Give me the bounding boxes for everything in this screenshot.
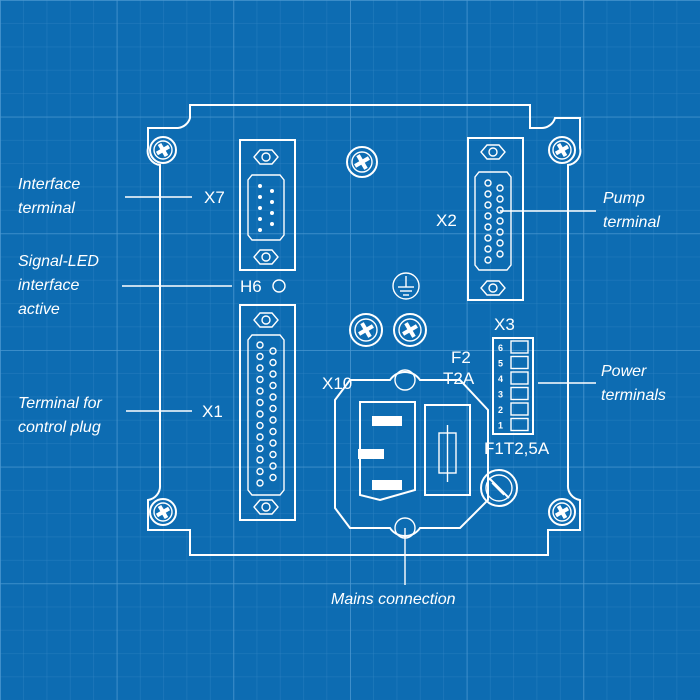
x2-connector: [467, 137, 524, 301]
terminal-cell: [510, 340, 529, 354]
terminal-pin-number: 4: [498, 374, 503, 384]
designator-f2-name: F2: [451, 348, 471, 367]
screw-icon: [149, 498, 177, 526]
callout-interface-terminal-line1: Interface: [18, 176, 80, 193]
screw-icon: [349, 313, 383, 347]
designator-x3: X3: [494, 315, 515, 334]
terminal-cell: [510, 417, 529, 432]
connector-pin: [484, 245, 492, 253]
terminal-pin-number: 6: [498, 343, 503, 353]
connector-pin: [256, 364, 264, 372]
connector-pin: [484, 179, 492, 187]
housing-outline: [146, 104, 582, 556]
callout-signal-led-line1: Signal-LED: [18, 253, 99, 270]
hex-nut-icon: [253, 249, 279, 265]
connector-pin: [496, 206, 504, 214]
callout-control-plug-line1: Terminal for: [18, 395, 103, 412]
callout-pump-terminal-line2: terminal: [603, 214, 660, 231]
connector-pin: [269, 358, 277, 367]
connector-pin: [256, 341, 264, 349]
connector-pin: [256, 456, 264, 464]
terminal-cell: [510, 371, 529, 385]
x7-connector: [239, 139, 296, 271]
terminal-pin-number: 1: [498, 421, 503, 431]
ground-symbol-icon: [392, 272, 420, 300]
connector-pin: [496, 250, 504, 258]
designator-f2-rating: T2A: [443, 369, 475, 388]
x10-mains-inlet: [334, 369, 489, 539]
connector-pin: [269, 370, 277, 378]
designator-h6: H6: [240, 277, 262, 296]
callout-signal-led-line3: active: [18, 301, 60, 318]
screw-icon: [548, 136, 576, 164]
designator-x7: X7: [204, 188, 225, 207]
x3-terminal-strip: 6 5 4 3 2 1: [492, 337, 534, 435]
callout-mains-connection: Mains connection: [331, 591, 456, 608]
callout-pump-terminal-line1: Pump: [603, 190, 645, 207]
connector-pin: [484, 212, 492, 220]
connector-pin: [269, 416, 277, 424]
screw-icon: [149, 136, 177, 164]
connector-pin: [256, 444, 264, 453]
designator-x1: X1: [202, 402, 223, 421]
terminal-pin-number: 5: [498, 359, 503, 369]
connector-pin: [256, 467, 264, 476]
callout-interface-terminal-line2: terminal: [18, 200, 75, 217]
connector-pin: [269, 473, 277, 482]
connector-pin: [269, 393, 277, 401]
connector-pin: [256, 479, 264, 487]
connector-pin: [269, 462, 277, 470]
f1-fuse-holder: [480, 469, 518, 507]
connector-pin: [269, 450, 277, 459]
connector-pin: [484, 223, 492, 231]
connector-pin: [269, 427, 277, 436]
connector-pin: [269, 381, 277, 390]
designator-f1: F1T2,5A: [484, 439, 550, 458]
screw-icon: [346, 146, 378, 178]
connector-pin: [256, 433, 264, 441]
hex-nut-icon: [480, 280, 506, 296]
connector-pin: [256, 387, 264, 395]
designator-x10: X10: [322, 374, 352, 393]
callout-power-terminals-line2: terminals: [601, 387, 666, 404]
callout-signal-led-line2: interface: [18, 277, 79, 294]
terminal-cell: [510, 402, 529, 416]
terminal-pin-number: 3: [498, 390, 503, 400]
hex-nut-icon: [253, 149, 279, 165]
terminal-pin-number: 2: [498, 405, 503, 415]
connector-pin: [269, 404, 277, 413]
connector-pin: [256, 398, 264, 407]
led-indicator-icon: [272, 279, 286, 293]
connector-pin: [269, 347, 277, 355]
connector-pin: [496, 239, 504, 247]
x1-connector: [239, 304, 296, 521]
terminal-cell: [510, 386, 529, 401]
hex-nut-icon: [253, 499, 279, 515]
connector-pin: [496, 184, 504, 192]
connector-pin: [484, 256, 492, 264]
fuse-icon: [438, 425, 457, 482]
connector-pin: [484, 234, 492, 242]
connector-pin: [496, 195, 504, 203]
hex-nut-icon: [480, 144, 506, 160]
designator-x2: X2: [436, 211, 457, 230]
connector-pin: [256, 421, 264, 430]
callout-control-plug-line2: control plug: [18, 419, 101, 436]
connector-pin: [256, 375, 264, 384]
connector-pin: [256, 352, 264, 361]
connector-pin: [269, 439, 277, 447]
screw-icon: [393, 313, 427, 347]
callout-power-terminals-line1: Power: [601, 363, 647, 380]
connector-pin: [484, 201, 492, 209]
connector-pin: [496, 228, 504, 236]
screw-icon: [548, 498, 576, 526]
connector-pin: [484, 190, 492, 198]
terminal-cell: [510, 355, 529, 370]
connector-pin: [496, 217, 504, 225]
hex-nut-icon: [253, 312, 279, 328]
connector-pin: [256, 410, 264, 418]
